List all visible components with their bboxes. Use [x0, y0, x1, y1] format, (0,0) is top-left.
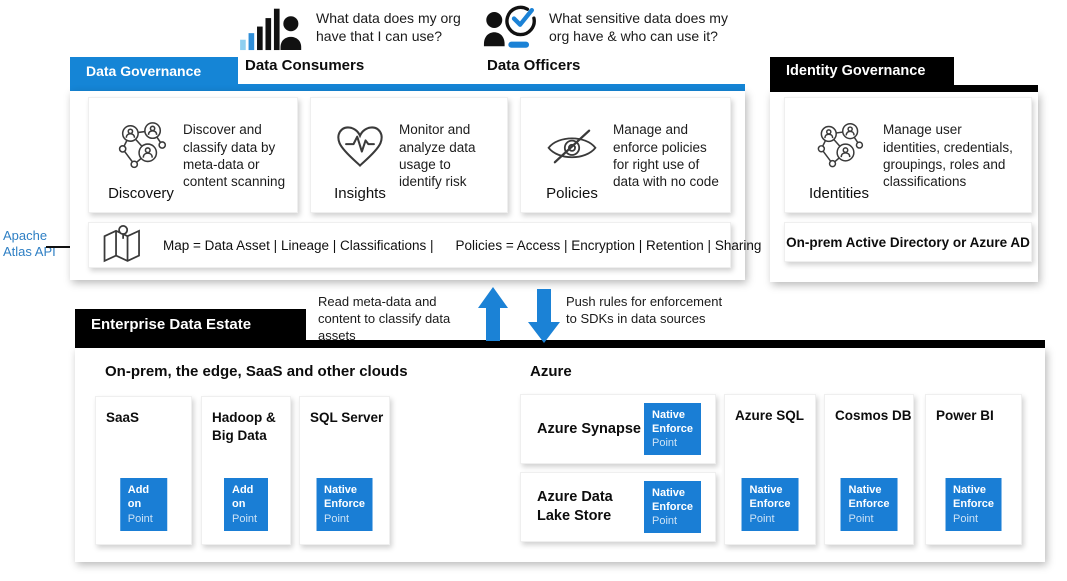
map-policies-card: Map = Data Asset | Lineage | Classificat… — [88, 222, 761, 268]
badge-line: Point — [324, 512, 350, 525]
add-on-point-badge: Add on Point — [224, 478, 268, 531]
person-check-icon — [483, 3, 545, 52]
policies-description: Manage and enforce policies for right us… — [613, 122, 719, 190]
arrow-up-icon — [478, 287, 508, 341]
active-directory-card: On-prem Active Directory or Azure AD — [784, 222, 1032, 262]
badge-line: Point — [127, 512, 153, 525]
heart-pulse-icon — [334, 106, 386, 185]
policies-definition-text: Policies = Access | Encryption | Retenti… — [455, 237, 762, 253]
data-governance-accent-bar — [70, 84, 745, 91]
azure-heading: Azure — [530, 363, 572, 380]
sql-server-card: SQL Server Native Enforce Point — [299, 396, 390, 545]
identities-card: Identities Manage user identities, crede… — [784, 97, 1032, 213]
bar-chart-person-icon — [240, 4, 306, 51]
policies-card: Policies Manage and enforce policies for… — [520, 97, 731, 213]
cosmos-db-title: Cosmos DB — [835, 408, 912, 423]
azure-synapse-title: Azure Synapse — [537, 420, 641, 437]
azure-data-lake-card: Azure Data Lake Store Native Enforce Poi… — [520, 472, 716, 542]
discovery-description: Discover and classify data by meta-data … — [183, 122, 286, 190]
people-network-icon — [813, 106, 865, 185]
eye-slash-icon — [545, 106, 599, 185]
badge-line: Add on — [232, 484, 254, 511]
apache-atlas-api-label: Apache Atlas API — [3, 228, 56, 260]
badge-line: Native — [324, 484, 358, 497]
saas-card: SaaS Add on Point — [95, 396, 192, 545]
push-rules-label: Push rules for enforcement to SDKs in da… — [566, 294, 723, 326]
badge-line: Enforce — [652, 500, 693, 513]
badge-line: Native — [652, 408, 686, 421]
map-definition-text: Map = Data Asset | Lineage | Classificat… — [163, 237, 434, 253]
badge-line: Point — [953, 512, 979, 525]
insights-description: Monitor and analyze data usage to identi… — [399, 122, 476, 190]
azure-sql-title: Azure SQL — [735, 408, 805, 423]
power-bi-card: Power BI Native Enforce Point — [925, 394, 1022, 545]
badge-line: Point — [848, 512, 874, 525]
badge-line: Native — [749, 484, 783, 497]
native-enforce-point-badge: Native Enforce Point — [644, 480, 701, 534]
cosmos-db-card: Cosmos DB Native Enforce Point — [824, 394, 914, 545]
azure-sql-card: Azure SQL Native Enforce Point — [724, 394, 816, 545]
insights-title: Insights — [334, 185, 386, 202]
native-enforce-point-badge: Native Enforce Point — [840, 478, 898, 531]
badge-line: Point — [749, 512, 775, 525]
discovery-title: Discovery — [108, 185, 174, 202]
insights-card: Insights Monitor and analyze data usage … — [310, 97, 508, 213]
badge-line: Enforce — [324, 498, 365, 511]
arrow-down-icon — [528, 289, 560, 343]
azure-data-lake-title: Azure Data Lake Store — [537, 489, 613, 524]
tab-data-governance: Data Governance — [70, 57, 238, 84]
badge-line: Native — [848, 484, 882, 497]
badge-line: Enforce — [749, 498, 791, 511]
identities-description: Manage user identities, credentials, gro… — [883, 122, 1013, 190]
badge-line: Native — [652, 486, 686, 499]
add-on-point-badge: Add on Point — [119, 478, 168, 531]
enterprise-accent-bar — [75, 340, 1045, 348]
tab-enterprise-data-estate: Enterprise Data Estate — [75, 309, 306, 340]
hadoop-title: Hadoop & Big Data — [212, 410, 276, 443]
identity-governance-accent-bar — [770, 85, 1038, 92]
people-network-icon — [114, 106, 168, 185]
onprem-heading: On-prem, the edge, SaaS and other clouds — [105, 363, 408, 380]
hadoop-card: Hadoop & Big Data Add on Point — [201, 396, 291, 545]
badge-line: Point — [232, 512, 258, 525]
badge-line: Enforce — [953, 498, 994, 511]
consumers-question: What data does my org have that I can us… — [316, 10, 461, 44]
sql-server-title: SQL Server — [310, 410, 384, 425]
policies-title: Policies — [546, 185, 598, 202]
read-metadata-label: Read meta-data and content to classify d… — [318, 294, 451, 343]
badge-line: Point — [652, 515, 678, 528]
badge-line: Point — [652, 437, 678, 450]
badge-line: Native — [953, 484, 987, 497]
native-enforce-point-badge: Native Enforce Point — [644, 402, 701, 456]
badge-line: Add on — [127, 484, 150, 511]
identities-title: Identities — [808, 185, 870, 202]
badge-line: Enforce — [652, 422, 693, 435]
native-enforce-point-badge: Native Enforce Point — [945, 478, 1002, 531]
map-icon — [101, 223, 147, 267]
native-enforce-point-badge: Native Enforce Point — [316, 478, 373, 531]
tab-identity-governance: Identity Governance — [770, 57, 954, 85]
azure-synapse-card: Azure Synapse Native Enforce Point — [520, 394, 716, 464]
badge-line: Enforce — [848, 498, 890, 511]
discovery-card: Discovery Discover and classify data by … — [88, 97, 298, 213]
officers-question: What sensitive data does my org have & w… — [549, 10, 728, 44]
native-enforce-point-badge: Native Enforce Point — [741, 478, 799, 531]
officers-label: Data Officers — [487, 57, 581, 74]
saas-title: SaaS — [106, 410, 140, 425]
consumers-label: Data Consumers — [245, 57, 365, 74]
power-bi-title: Power BI — [936, 408, 994, 423]
